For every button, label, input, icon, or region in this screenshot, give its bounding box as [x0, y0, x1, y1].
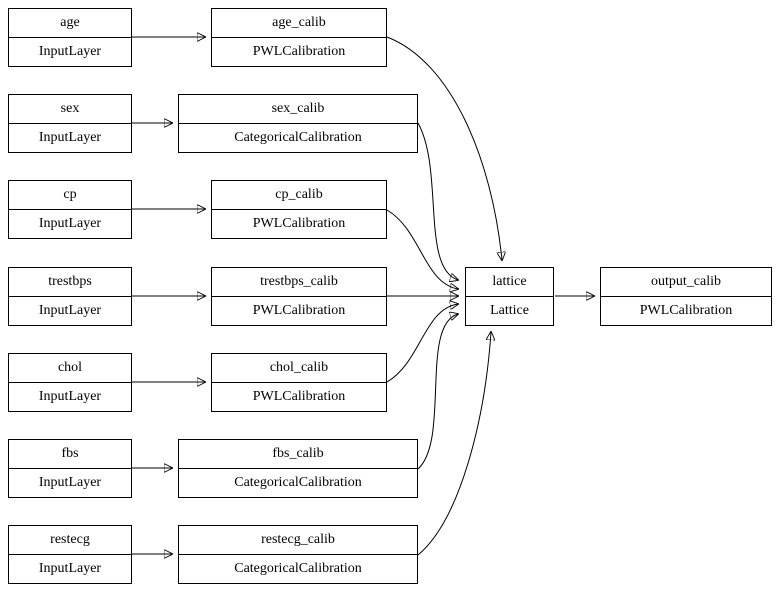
node-age-name: age	[9, 9, 131, 38]
node-trestbps-calib-name: trestbps_calib	[212, 268, 386, 297]
node-trestbps-type: InputLayer	[38, 303, 102, 318]
node-chol-calib-name: chol_calib	[212, 354, 386, 383]
node-chol-calib-type: PWLCalibration	[252, 389, 346, 404]
node-output-calib: output_calib PWLCalibration	[600, 267, 772, 326]
node-chol-name: chol	[9, 354, 131, 383]
node-chol-calib: chol_calib PWLCalibration	[211, 353, 387, 412]
node-cp: cp InputLayer	[8, 180, 132, 239]
node-trestbps-calib: trestbps_calib PWLCalibration	[211, 267, 387, 326]
node-restecg-type: InputLayer	[38, 561, 102, 576]
node-cp-calib-type: PWLCalibration	[252, 216, 346, 231]
node-age-calib: age_calib PWLCalibration	[211, 8, 387, 67]
node-fbs-name: fbs	[9, 440, 131, 469]
edge-age-calib-to-lattice	[386, 36, 502, 260]
node-age-type: InputLayer	[38, 44, 102, 59]
node-age: age InputLayer	[8, 8, 132, 67]
node-fbs-calib-type: CategoricalCalibration	[234, 475, 362, 490]
node-chol: chol InputLayer	[8, 353, 132, 412]
node-trestbps: trestbps InputLayer	[8, 267, 132, 326]
edge-fbs-calib-to-lattice	[417, 314, 458, 470]
node-fbs-calib-name: fbs_calib	[179, 440, 417, 469]
node-fbs-type: InputLayer	[38, 475, 102, 490]
node-sex: sex InputLayer	[8, 94, 132, 153]
node-cp-name: cp	[9, 181, 131, 210]
node-sex-name: sex	[9, 95, 131, 124]
edge-sex-calib-to-lattice	[417, 122, 458, 280]
node-lattice-type: Lattice	[490, 303, 529, 318]
node-restecg-calib: restecg_calib CategoricalCalibration	[178, 525, 418, 584]
node-sex-calib-name: sex_calib	[179, 95, 417, 124]
node-fbs: fbs InputLayer	[8, 439, 132, 498]
edge-cp-calib-to-lattice	[386, 209, 458, 289]
node-restecg-name: restecg	[9, 526, 131, 555]
node-restecg-calib-type: CategoricalCalibration	[234, 561, 362, 576]
edge-chol-calib-to-lattice	[386, 304, 458, 383]
node-restecg: restecg InputLayer	[8, 525, 132, 584]
node-sex-calib-type: CategoricalCalibration	[234, 130, 362, 145]
node-age-calib-name: age_calib	[212, 9, 386, 38]
node-trestbps-name: trestbps	[9, 268, 131, 297]
node-lattice-name: lattice	[466, 268, 553, 297]
node-age-calib-type: PWLCalibration	[252, 44, 346, 59]
node-cp-calib: cp_calib PWLCalibration	[211, 180, 387, 239]
node-output-calib-name: output_calib	[601, 268, 771, 297]
node-fbs-calib: fbs_calib CategoricalCalibration	[178, 439, 418, 498]
edge-restecg-calib-to-lattice	[417, 332, 491, 556]
node-restecg-calib-name: restecg_calib	[179, 526, 417, 555]
node-sex-type: InputLayer	[38, 130, 102, 145]
node-sex-calib: sex_calib CategoricalCalibration	[178, 94, 418, 153]
node-trestbps-calib-type: PWLCalibration	[252, 303, 346, 318]
node-lattice: lattice Lattice	[465, 267, 554, 326]
node-output-calib-type: PWLCalibration	[639, 303, 733, 318]
node-chol-type: InputLayer	[38, 389, 102, 404]
node-cp-type: InputLayer	[38, 216, 102, 231]
node-cp-calib-name: cp_calib	[212, 181, 386, 210]
